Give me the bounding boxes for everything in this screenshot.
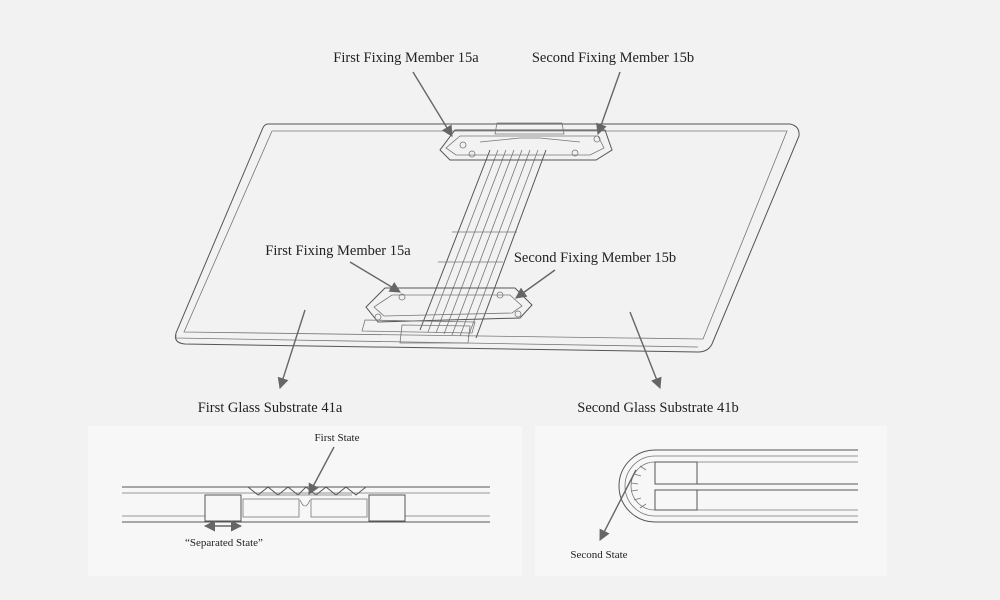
label-separated-state: “Separated State” [185,537,263,549]
arrow-top-second-fixing [596,71,621,136]
label-top-first-fixing: First Fixing Member 15a [333,50,479,66]
arrow-first-state [308,446,335,495]
label-second-state: Second State [570,549,627,561]
top-fixing-assembly [439,122,613,161]
label-mid-second-fixing: Second Fixing Member 15b [514,250,676,266]
arrow-second-glass [629,311,662,390]
label-mid-first-fixing: First Fixing Member 15a [265,243,411,259]
first-state-cross-section [88,426,522,576]
label-top-second-fixing: Second Fixing Member 15b [532,50,694,66]
label-second-glass: Second Glass Substrate 41b [577,400,739,416]
label-first-glass: First Glass Substrate 41a [198,400,343,416]
flexible-bridge-strips [419,149,547,339]
arrow-mid-second-fixing [515,269,556,299]
glass-panel-isometric [174,123,800,353]
arrow-mid-first-fixing [349,261,401,293]
leader-arrows [277,71,662,390]
arrow-top-first-fixing [412,71,453,137]
label-first-state: First State [315,432,360,444]
bottom-fixing-assembly [361,287,533,344]
arrow-second-state [599,469,637,541]
arrow-first-glass [277,309,306,390]
second-state-folded-section [535,426,887,576]
